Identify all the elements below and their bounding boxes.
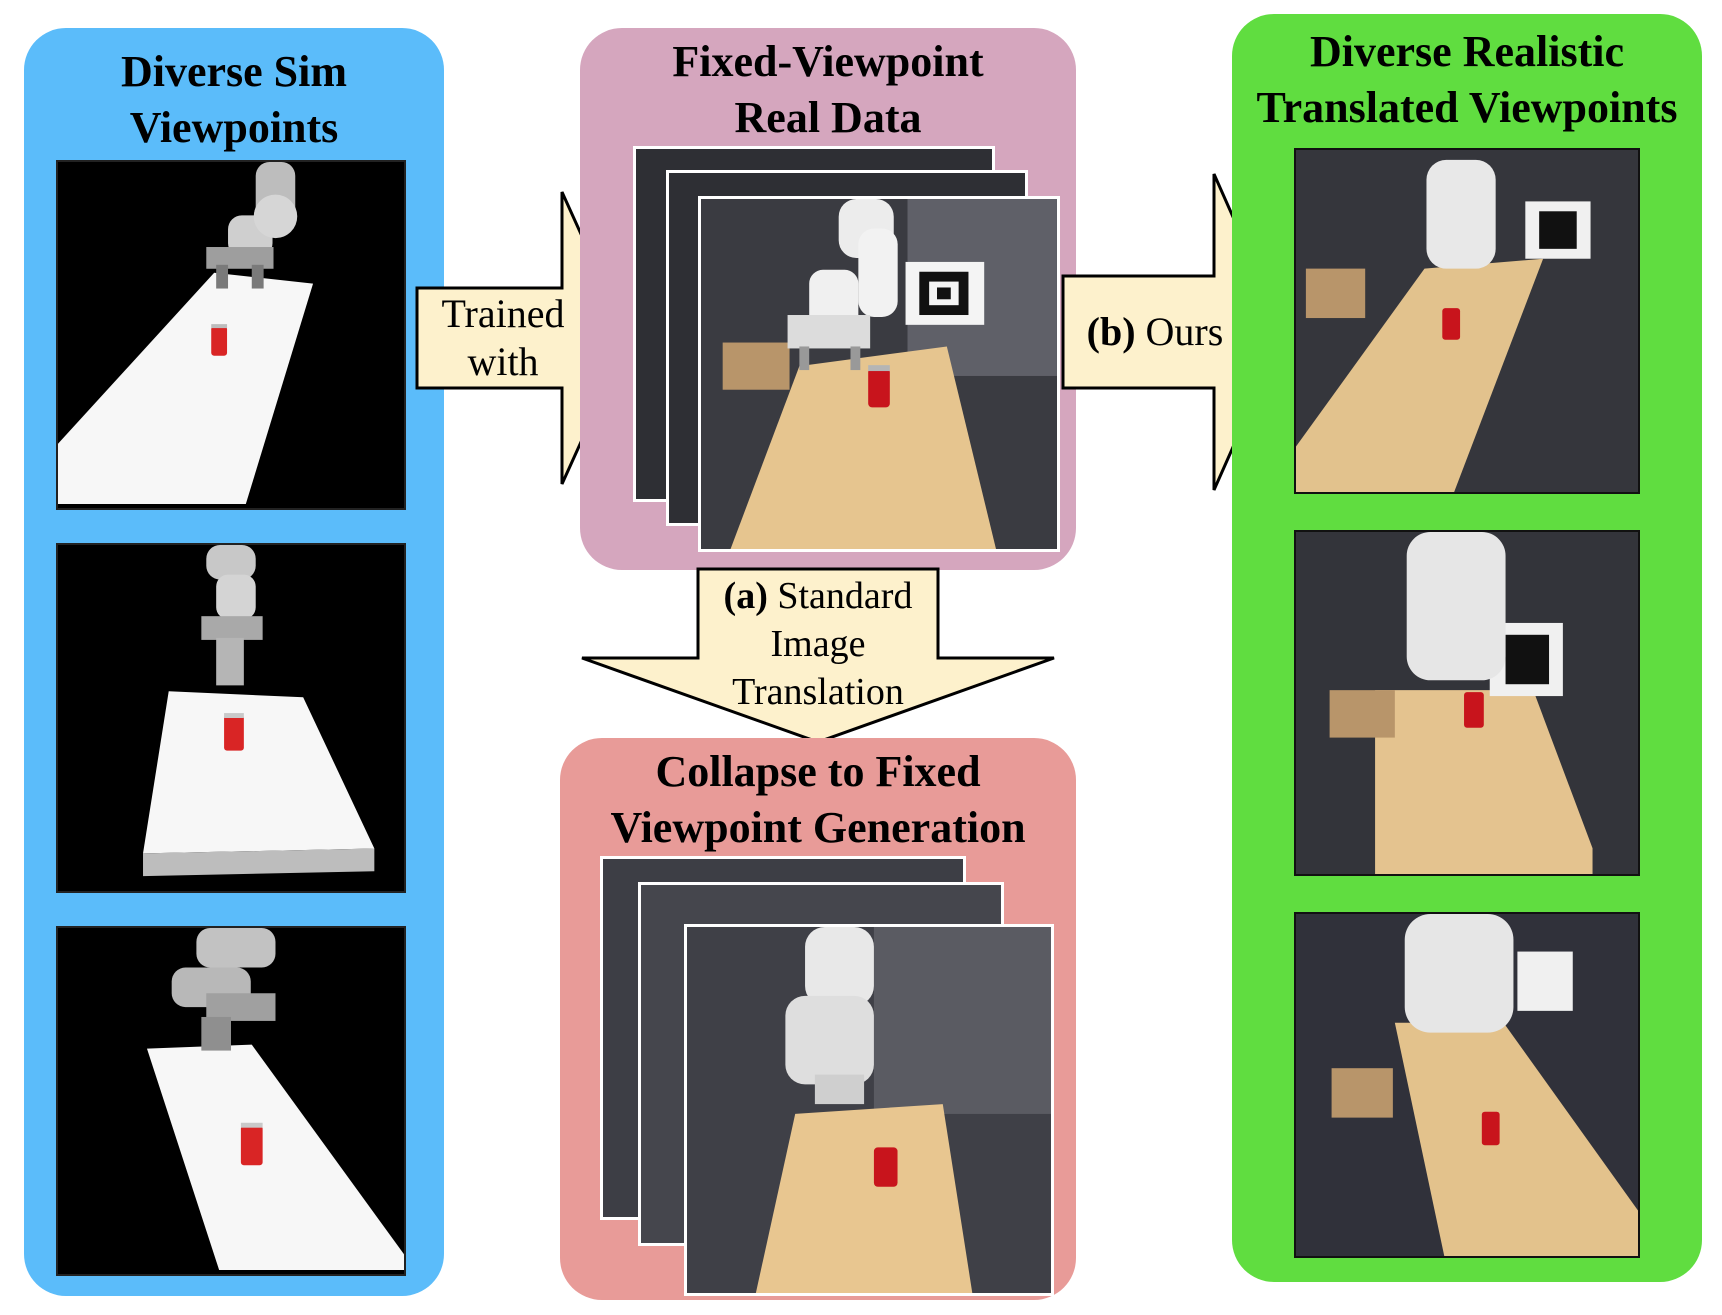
robot-arm-icon: [171, 928, 276, 1051]
table-icon: [58, 162, 314, 505]
translated-viewpoint-image-2: [1294, 530, 1640, 876]
robot-arm-icon: [201, 545, 263, 686]
ours-label-prefix: (b): [1086, 309, 1136, 354]
standard-translation-arrow: (a) Standard Image Translation: [578, 566, 1058, 746]
coke-can-icon: [224, 713, 244, 751]
table-icon: [730, 346, 996, 549]
trained-with-label: Trained with: [441, 291, 565, 384]
coke-can-icon: [211, 324, 228, 356]
fiducial-marker-icon: [905, 261, 985, 325]
ours-label-text: Ours: [1135, 309, 1224, 354]
real-panel-title: Fixed-Viewpoint Real Data: [672, 37, 984, 142]
collapse-image-front: [684, 924, 1054, 1296]
robot-arm-icon: [787, 199, 898, 371]
robot-arm-icon: [206, 162, 298, 289]
sim-panel-title: Diverse Sim Viewpoints: [120, 47, 348, 152]
ours-arrow: (b) Ours: [1060, 170, 1290, 494]
ours-panel-title: Diverse Realistic Translated Viewpoints: [1256, 27, 1678, 132]
translated-viewpoint-image-3: [1294, 912, 1640, 1258]
sim-viewpoint-image-1: [56, 160, 406, 510]
collapse-panel-title: Collapse to Fixed Viewpoint Generation: [610, 747, 1026, 852]
trained-with-arrow: Trained with: [414, 188, 634, 488]
sim-viewpoint-image-2: [56, 543, 406, 893]
standard-translation-prefix: (a): [723, 575, 768, 617]
coke-can-icon: [240, 1122, 263, 1166]
robot-arm-icon: [785, 927, 874, 1105]
coke-can-icon: [873, 1147, 898, 1187]
standard-translation-text: Standard Image Translation: [732, 575, 913, 713]
translated-viewpoint-image-1: [1294, 148, 1640, 494]
sim-viewpoint-image-3: [56, 926, 406, 1276]
real-data-image-front: [698, 196, 1060, 552]
cardboard-box-icon: [722, 342, 790, 390]
coke-can-icon: [868, 365, 890, 408]
ours-label: (b) Ours: [1070, 308, 1240, 356]
standard-translation-label: (a) Standard Image Translation: [700, 572, 936, 716]
